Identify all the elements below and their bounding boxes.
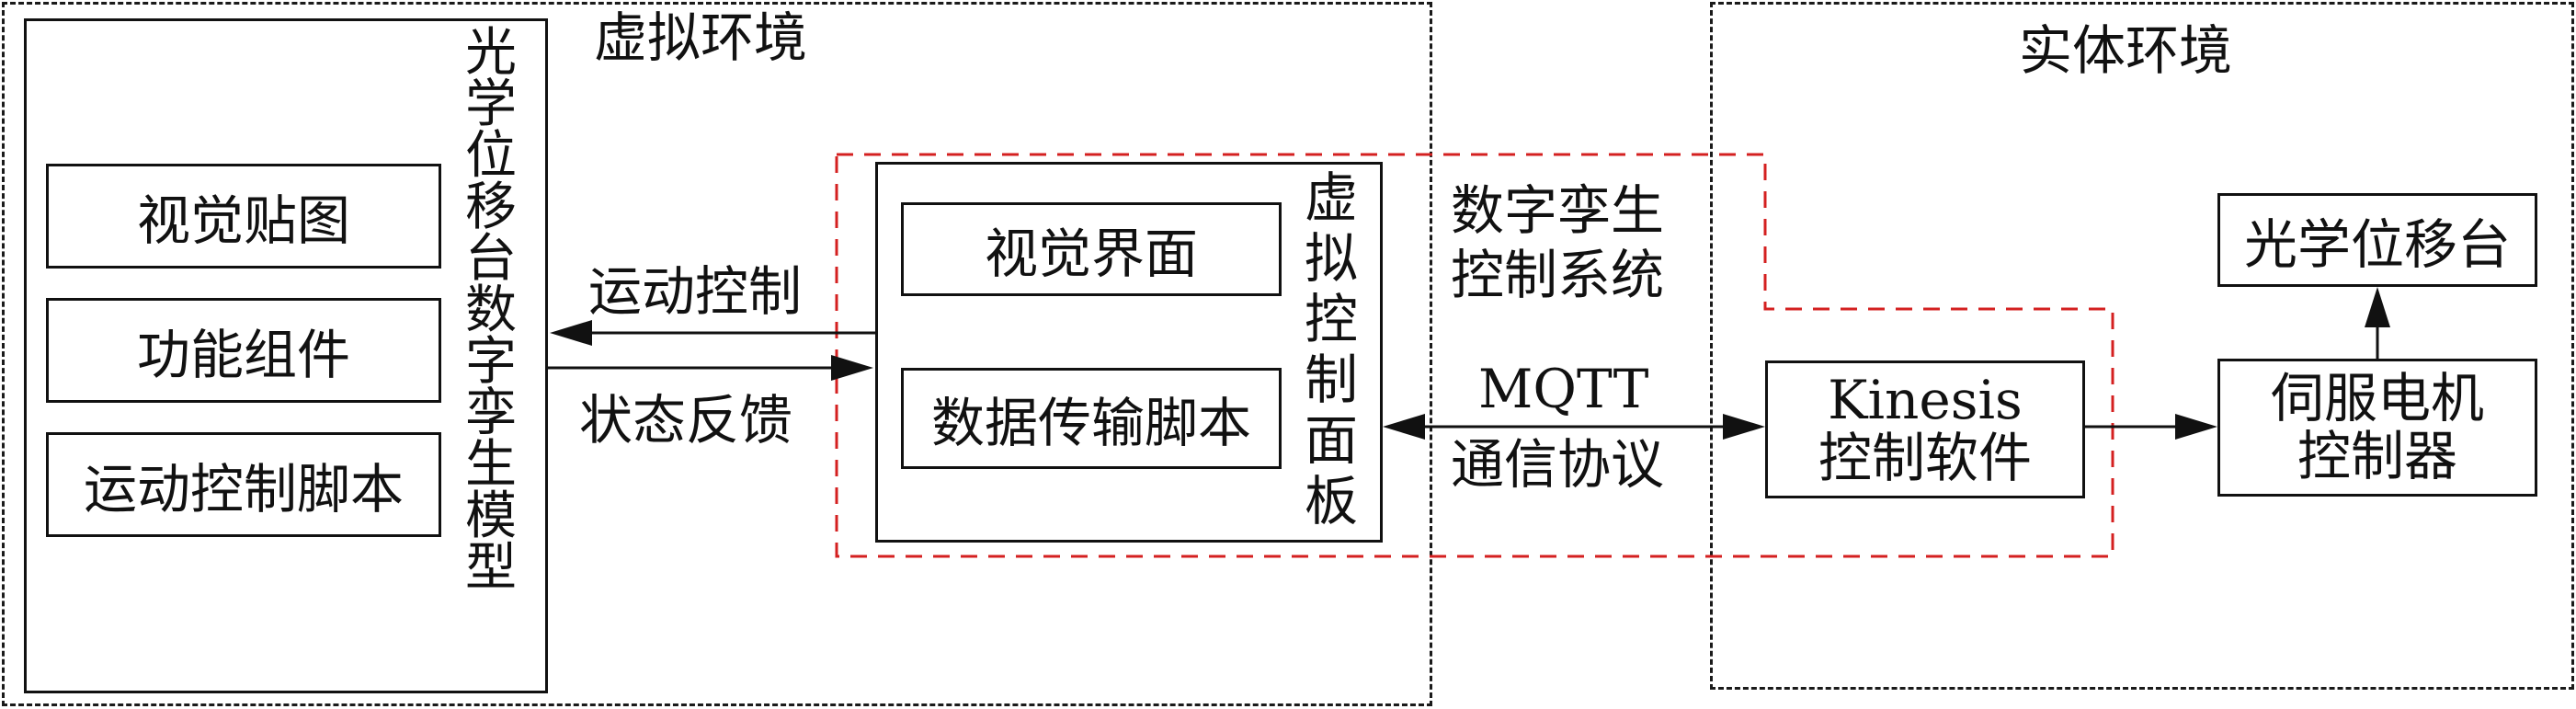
dt-model-item-motion-script: 运动控制脚本 [46, 432, 441, 537]
mqtt-protocol-label: 通信协议 [1451, 433, 1665, 496]
virtual-panel-box [875, 162, 1383, 543]
dt-model-item-visual-map: 视觉贴图 [46, 164, 441, 269]
optical-stage-box: 光学位移台 [2217, 193, 2537, 287]
dt-system-title-line2: 控制系统 [1451, 244, 1665, 306]
kinesis-software-box: Kinesis 控制软件 [1765, 360, 2085, 498]
state-feedback-label: 状态反馈 [579, 389, 793, 452]
panel-item-data-transfer-script: 数据传输脚本 [901, 368, 1282, 469]
virtual-environment-title: 虚拟环境 [594, 6, 808, 69]
mqtt-label: MQTT [1478, 358, 1649, 420]
servo-to-stage-arrowhead [2365, 287, 2390, 327]
dt-model-box [24, 18, 548, 693]
dt-model-vertical-label: 光 学 位 移 台 数 字 孪 生 模 型 [465, 23, 517, 598]
mqtt-arrowhead-left [1383, 414, 1425, 440]
dt-system-title-line1: 数字孪生 [1451, 179, 1665, 242]
mqtt-arrowhead-right [1723, 414, 1765, 440]
servo-controller-box: 伺服电机 控制器 [2217, 359, 2537, 497]
state-feedback-arrowhead [831, 355, 873, 381]
dt-model-item-function-components: 功能组件 [46, 298, 441, 403]
virtual-environment-frame [2, 2, 1432, 706]
virtual-panel-vertical-label: 虚 拟 控 制 面 板 [1305, 166, 1359, 532]
motion-control-label: 运动控制 [588, 260, 803, 323]
kinesis-to-servo-arrowhead [2175, 414, 2217, 440]
physical-environment-title: 实体环境 [2019, 19, 2233, 82]
panel-item-visual-interface: 视觉界面 [901, 202, 1282, 296]
physical-environment-frame [1710, 2, 2574, 690]
motion-control-arrowhead [550, 320, 592, 346]
